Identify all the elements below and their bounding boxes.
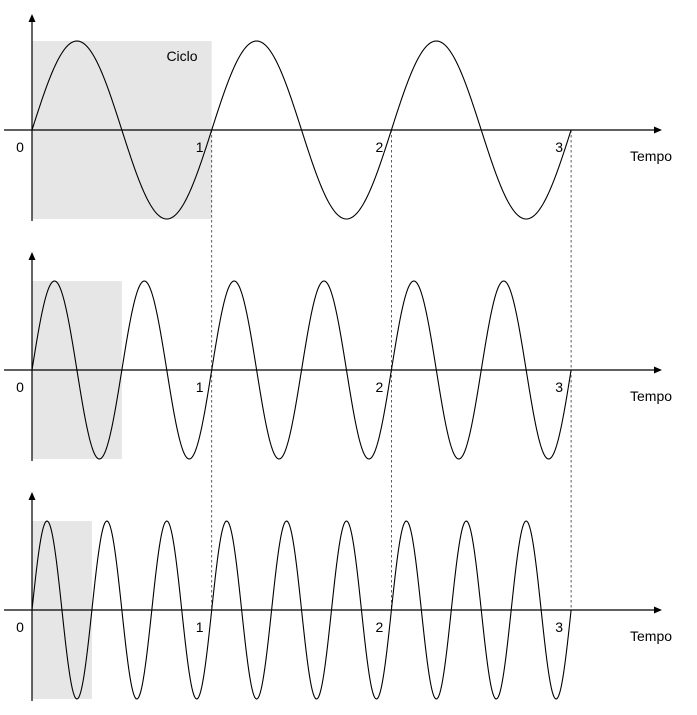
tick-label: 3 (555, 619, 563, 635)
tick-label: 2 (376, 379, 384, 395)
sine-wave (31, 40, 572, 220)
sine-wave (31, 280, 572, 460)
y-axis-arrow-icon (28, 14, 36, 22)
time-axis-arrow-icon (654, 126, 662, 134)
y-axis-arrow-icon (28, 252, 36, 260)
tick-label: 1 (196, 619, 204, 635)
time-axis-label: Tempo (630, 148, 672, 164)
y-axis-arrow-icon (28, 492, 36, 500)
time-axis-arrow-icon (654, 366, 662, 374)
tick-label: 2 (376, 619, 384, 635)
tick-label: 1 (196, 139, 204, 155)
tick-label: 2 (376, 139, 384, 155)
time-axis-arrow-icon (654, 606, 662, 614)
tick-label: 0 (16, 379, 24, 395)
tick-label: 0 (16, 139, 24, 155)
time-axis-label: Tempo (630, 388, 672, 404)
tick-label: 0 (16, 619, 24, 635)
time-axis-label: Tempo (630, 628, 672, 644)
cycle-label: Ciclo (166, 48, 197, 64)
tick-label: 1 (196, 379, 204, 395)
tick-label: 3 (555, 379, 563, 395)
tick-label: 3 (555, 139, 563, 155)
sine-wave (31, 520, 572, 700)
